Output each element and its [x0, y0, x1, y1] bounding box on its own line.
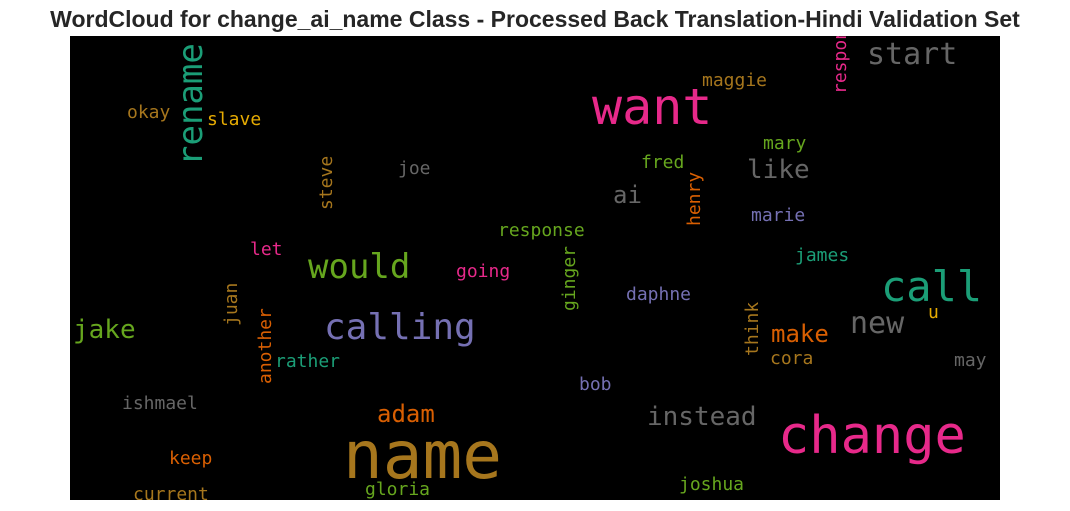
word-steve: steve: [316, 156, 337, 210]
word-ai: ai: [613, 181, 642, 209]
word-response: response: [498, 220, 585, 241]
word-okay: okay: [127, 102, 171, 123]
word-gloria: gloria: [365, 479, 430, 500]
word-current: current: [133, 484, 209, 500]
wordcloud-svg: name change want call calling would rename star…: [73, 36, 987, 500]
word-joe: joe: [398, 158, 431, 179]
word-adam: adam: [377, 400, 435, 428]
word-u: u: [928, 302, 939, 323]
chart-title: WordCloud for change_ai_name Class - Pro…: [50, 6, 1020, 32]
word-would: would: [308, 247, 410, 287]
word-keep: keep: [169, 448, 212, 469]
word-juan: juan: [221, 283, 242, 326]
word-going: going: [456, 261, 510, 282]
word-james: james: [795, 245, 849, 266]
word-like: like: [747, 155, 810, 185]
word-rename: rename: [171, 43, 211, 166]
word-marie: marie: [751, 205, 805, 226]
word-ginger: ginger: [559, 246, 580, 311]
word-instead: instead: [647, 402, 757, 432]
word-want: want: [592, 78, 712, 136]
word-jake: jake: [73, 315, 136, 345]
word-fred: fred: [641, 152, 684, 173]
word-cora: cora: [770, 348, 813, 369]
word-henry: henry: [684, 172, 705, 226]
word-may: may: [954, 350, 987, 371]
word-call: call: [881, 262, 982, 311]
word-maggie: maggie: [702, 70, 767, 91]
word-bob: bob: [579, 374, 612, 395]
word-slave: slave: [207, 109, 261, 130]
word-respond: respond: [830, 36, 851, 94]
word-name: name: [343, 417, 502, 494]
word-calling: calling: [324, 307, 476, 348]
word-change: change: [778, 406, 966, 466]
word-rather: rather: [275, 351, 340, 372]
word-ishmael: ishmael: [122, 393, 198, 414]
word-let: let: [250, 239, 283, 260]
word-new: new: [850, 306, 905, 341]
word-mary: mary: [763, 133, 807, 154]
word-make: make: [771, 320, 829, 348]
word-start: start: [867, 37, 957, 72]
word-joshua: joshua: [679, 474, 744, 495]
word-daphne: daphne: [626, 284, 691, 305]
word-think: think: [742, 302, 763, 356]
word-another: another: [255, 308, 276, 384]
wordcloud-canvas: name change want call calling would rename star…: [70, 36, 1000, 500]
